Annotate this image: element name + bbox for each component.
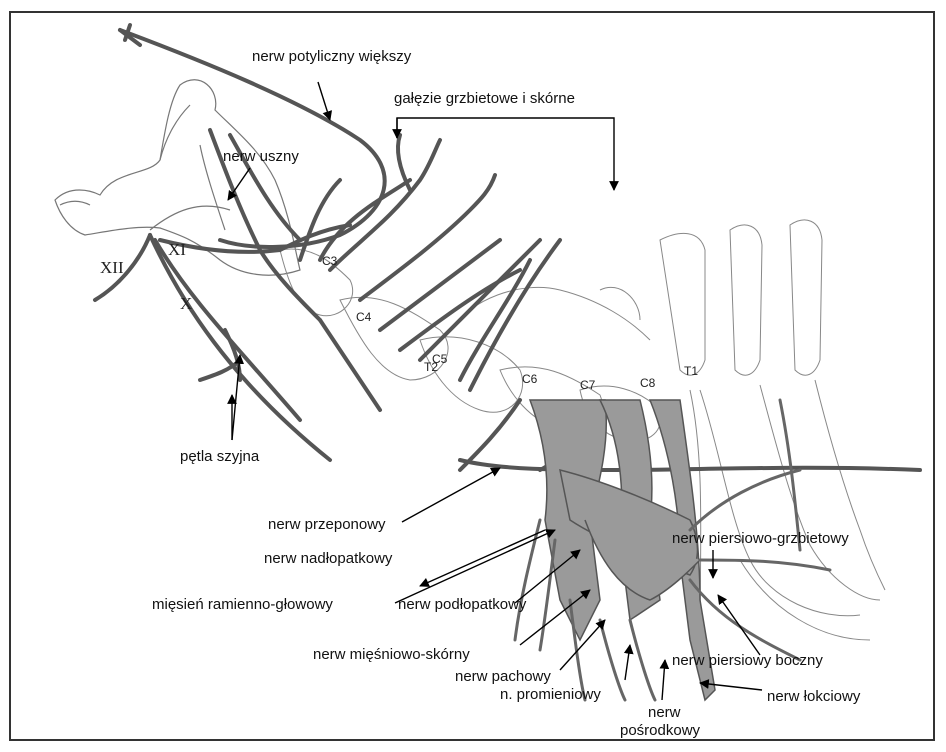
label-galezie-grzbietowe: gałęzie grzbietowe i skórne <box>394 90 575 107</box>
label-miesien-ramienno-glowowy: mięsień ramienno-głowowy <box>152 596 333 613</box>
segment-c6-label: C6 <box>522 372 537 386</box>
label-n-promieniowy: n. promieniowy <box>500 686 601 703</box>
label-nerw-piersiowy-boczny: nerw piersiowy boczny <box>672 652 823 669</box>
label-nerw-nadlopatkowy: nerw nadłopatkowy <box>264 550 392 567</box>
cranial-nerve-xii-label: XII <box>100 258 124 278</box>
label-nerw-posrodkowy-line2: pośrodkowy <box>620 722 700 739</box>
segment-t2-label: T2 <box>424 360 438 374</box>
segment-t1-label: T1 <box>684 364 698 378</box>
cranial-nerve-xi-label: XI <box>168 240 186 260</box>
label-petla-szyjna: pętla szyjna <box>180 448 259 465</box>
label-nerw-przeponowy: nerw przeponowy <box>268 516 386 533</box>
segment-c3-label: C3 <box>322 254 337 268</box>
label-nerw-potyliczny-wiekszy: nerw potyliczny większy <box>252 48 411 65</box>
label-nerw-podlopatkowy: nerw podłopatkowy <box>398 596 526 613</box>
label-nerw-piersiowo-grzbietowy: nerw piersiowo-grzbietowy <box>672 530 849 547</box>
segment-c8-label: C8 <box>640 376 655 390</box>
label-nerw-pachowy: nerw pachowy <box>455 668 551 685</box>
label-nerw-miesniowo-skorny: nerw mięśniowo-skórny <box>313 646 470 663</box>
segment-c7-label: C7 <box>580 378 595 392</box>
label-nerw-uszny: nerw uszny <box>223 148 299 165</box>
label-nerw-posrodkowy-line1: nerw <box>648 704 681 721</box>
cranial-nerve-x-label: X <box>180 294 192 314</box>
segment-c4-label: C4 <box>356 310 371 324</box>
label-nerw-lokciowy: nerw łokciowy <box>767 688 860 705</box>
